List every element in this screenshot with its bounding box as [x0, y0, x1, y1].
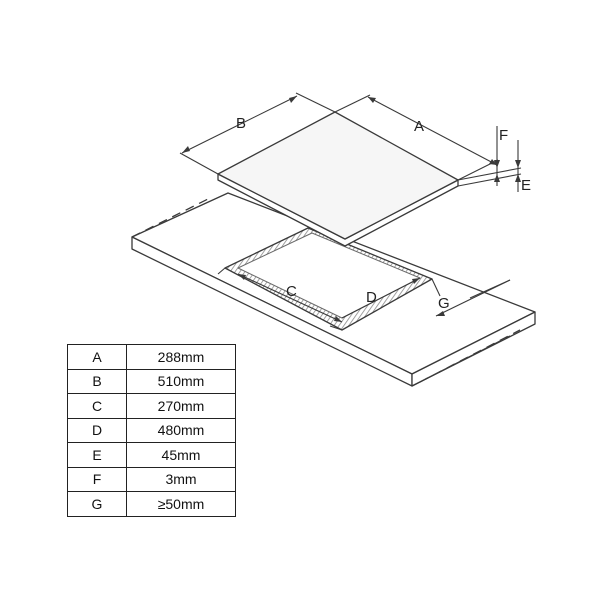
table-row: A 288mm [67, 344, 236, 370]
countertop-right-face [411, 311, 536, 387]
dim-line-d [341, 277, 421, 319]
row-value: 45mm [126, 442, 236, 468]
table-row: G ≥50mm [67, 491, 236, 517]
dimension-labels: B A F E C D G [236, 115, 531, 312]
row-key: G [67, 491, 127, 517]
row-value: 270mm [126, 393, 236, 419]
dim-line-c [237, 273, 343, 323]
table-row: F 3mm [67, 466, 236, 492]
row-value: 510mm [126, 368, 236, 394]
dim-line-a [367, 96, 498, 166]
dimension-lines [179, 92, 522, 331]
row-value: 3mm [126, 466, 236, 492]
label-a: A [414, 118, 424, 135]
countertop-break-lines [131, 197, 521, 387]
dimension-arrows [182, 96, 521, 322]
label-b: B [236, 115, 246, 132]
label-c: C [286, 283, 297, 300]
row-key: D [67, 417, 127, 443]
dim-line-b [181, 95, 298, 154]
label-f: F [499, 127, 508, 144]
row-key: B [67, 368, 127, 394]
row-value: 288mm [126, 344, 236, 370]
table-row: C 270mm [67, 393, 236, 419]
table-row: B 510mm [67, 368, 236, 394]
label-d: D [366, 289, 377, 306]
table-row: E 45mm [67, 442, 236, 468]
row-value: ≥50mm [126, 491, 236, 517]
table-row: D 480mm [67, 417, 236, 443]
label-g: G [438, 295, 450, 312]
dimension-table: A 288mm B 510mm C 270mm D 480mm E 45mm F… [67, 344, 236, 517]
row-key: C [67, 393, 127, 419]
row-key: E [67, 442, 127, 468]
row-key: F [67, 466, 127, 492]
row-value: 480mm [126, 417, 236, 443]
label-e: E [521, 177, 531, 194]
row-key: A [67, 344, 127, 370]
